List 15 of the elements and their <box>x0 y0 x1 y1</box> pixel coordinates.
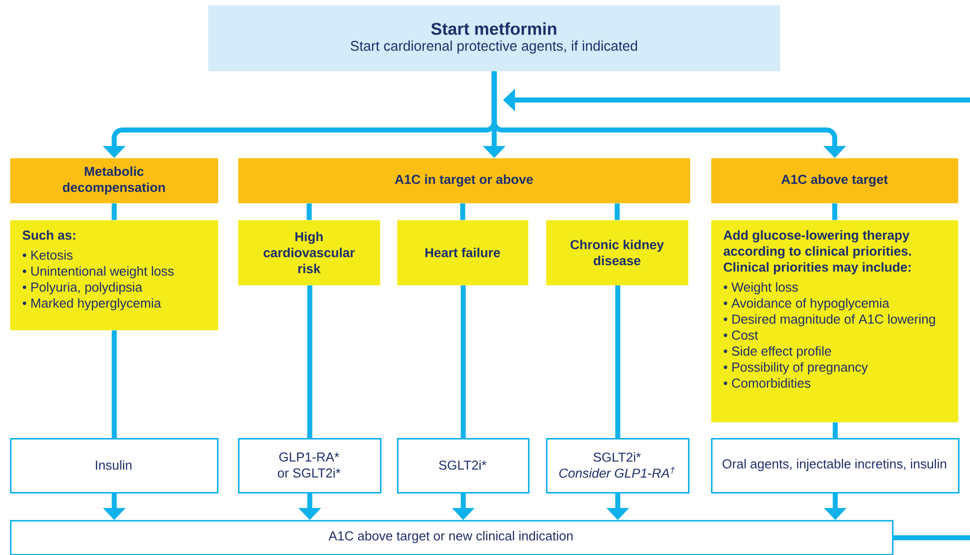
treatment-box: GLP1-RA* or SGLT2i* <box>238 438 382 494</box>
outcome-box: A1C above target or new clinical indication <box>10 520 894 555</box>
category-box: A1C above target <box>711 158 958 204</box>
category-box: Metabolic decompensation <box>10 158 218 204</box>
start-box: Start metformin Start cardiorenal protective agents, if indicated <box>208 5 780 72</box>
criteria-box: Add glucose-lowering therapy according to clinical priorities. Clinical priorities may include: • Weight loss • Avoidance of hypoglycemia • Desired magnitude of A1C lowering • Cost • Side effect profile • Possibility of pregnancy • Comorbidities <box>711 220 958 422</box>
treatment-box: SGLT2i* Consider GLP1-RA$^{†}$ <box>546 438 690 494</box>
criteria-box: Such as: • Ketosis • Unintentional weight loss • Polyuria, polydipsia • Marked hyperglycemia <box>10 220 218 330</box>
treatment-box: Oral agents, injectable incretins, insulin <box>711 438 960 494</box>
category-box: A1C in target or above <box>238 158 690 204</box>
treatment-box: SGLT2i* <box>397 438 530 494</box>
treatment-box: Insulin <box>10 438 218 494</box>
condition-box: Heart failure <box>397 220 528 286</box>
condition-box: Chronic kidney disease <box>546 220 688 286</box>
condition-box: High cardiovascular risk <box>238 220 380 286</box>
